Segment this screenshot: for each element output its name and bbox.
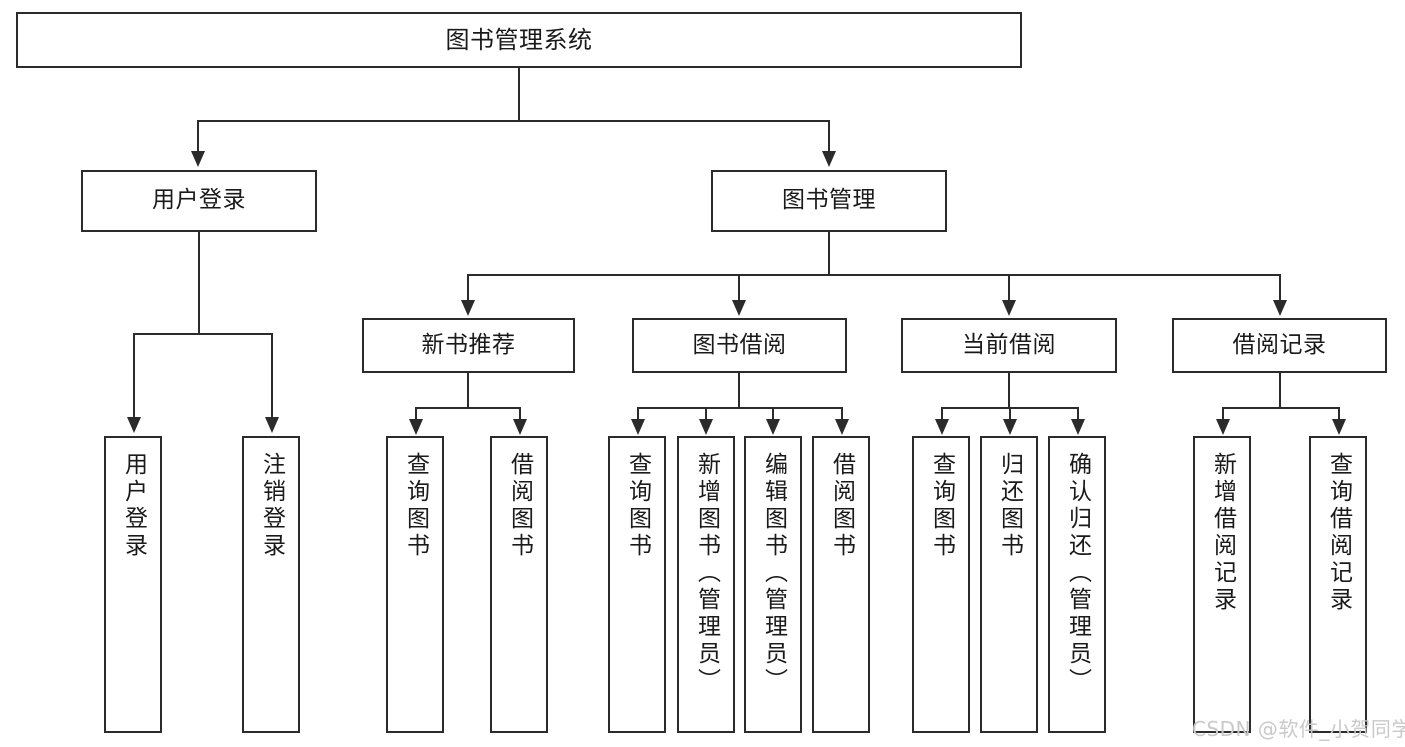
edge-root-bus [197,120,830,122]
leaf-book-borrow-add-book-admin[interactable]: 新增图书（管理员） [677,436,735,733]
edge-root-to-user-login [197,120,199,152]
edge-new-book-trunk [467,373,469,408]
edge-new-book-to-leaf-1 [519,407,521,420]
node-label: 借阅记录 [1232,331,1327,358]
edge-book-manage-to-book-borrow [738,274,740,301]
edge-book-manage-trunk [828,232,830,275]
leaf-book-borrow-edit-book-admin[interactable]: 编辑图书（管理员） [744,436,802,733]
arrow-new-book-to-leaf-1 [513,419,527,435]
edge-root-to-book-manage [828,120,830,152]
node-label: 用户登录 [152,187,246,214]
arrow-borrow-record-to-leaf-1 [1332,419,1346,435]
leaf-new-book-query-book[interactable]: 查询图书 [386,436,444,733]
node-label: 图书借阅 [692,331,787,358]
node-borrow-record[interactable]: 借阅记录 [1172,318,1387,373]
leaf-borrow-record-add-record[interactable]: 新增借阅记录 [1193,436,1251,733]
arrow-user-login-to-leaf-0 [127,417,141,433]
edge-borrow-record-to-leaf-1 [1338,407,1340,420]
node-label: 确认归还（管理员） [1064,452,1091,695]
arrow-book-manage-to-current-borrow [1002,300,1016,316]
node-label: 查询借阅记录 [1325,452,1352,614]
node-root-book-management-system[interactable]: 图书管理系统 [16,12,1022,68]
arrow-book-borrow-to-leaf-1 [699,419,713,435]
leaf-borrow-record-query-record[interactable]: 查询借阅记录 [1309,436,1367,733]
leaf-user-login-logout[interactable]: 注销登录 [242,436,300,733]
node-label: 当前借阅 [962,331,1056,358]
arrow-root-to-book-manage [822,151,836,167]
arrow-book-manage-to-borrow-record [1273,300,1287,316]
edge-book-manage-bus [467,274,1280,276]
arrow-book-manage-to-new-book [461,300,475,316]
arrow-book-borrow-to-leaf-0 [631,419,645,435]
edge-book-borrow-to-leaf-0 [637,407,639,420]
arrow-user-login-to-leaf-1 [265,417,279,433]
node-book-borrow[interactable]: 图书借阅 [632,318,847,373]
node-new-book-recommend[interactable]: 新书推荐 [362,318,575,373]
node-label: 查询图书 [624,452,651,560]
arrow-book-borrow-to-leaf-2 [766,419,780,435]
edge-user-login-trunk [198,232,200,334]
edge-book-borrow-trunk [738,373,740,408]
arrow-current-borrow-to-leaf-0 [935,419,949,435]
leaf-current-borrow-confirm-return-admin[interactable]: 确认归还（管理员） [1048,436,1106,733]
edge-user-login-to-leaf-1 [271,333,273,418]
node-label: 用户登录 [120,452,147,560]
edge-current-borrow-trunk [1008,373,1010,408]
arrow-borrow-record-to-leaf-0 [1216,419,1230,435]
edge-new-book-to-leaf-0 [415,407,417,420]
edge-user-login-bus [133,333,272,335]
node-label: 查询图书 [402,452,429,560]
node-label: 借阅图书 [506,452,533,560]
edge-book-borrow-bus [637,407,842,409]
edge-current-borrow-to-leaf-0 [941,407,943,420]
edge-book-manage-to-current-borrow [1008,274,1010,301]
node-label: 编辑图书（管理员） [760,452,787,695]
leaf-user-login-login[interactable]: 用户登录 [104,436,162,733]
edge-book-borrow-to-leaf-1 [705,407,707,420]
edge-book-borrow-to-leaf-2 [772,407,774,420]
node-label: 图书管理系统 [445,25,593,54]
node-label: 注销登录 [258,452,285,560]
edge-book-borrow-to-leaf-3 [841,407,843,420]
edge-root-trunk [518,68,520,121]
arrow-book-manage-to-book-borrow [732,300,746,316]
arrow-current-borrow-to-leaf-1 [1003,419,1017,435]
leaf-book-borrow-query-book[interactable]: 查询图书 [608,436,666,733]
edge-user-login-to-leaf-0 [133,333,135,418]
edge-current-borrow-to-leaf-1 [1009,407,1011,420]
node-current-borrow[interactable]: 当前借阅 [901,318,1117,373]
node-label: 归还图书 [996,452,1023,560]
leaf-new-book-borrow-book[interactable]: 借阅图书 [490,436,548,733]
node-label: 查询图书 [928,452,955,560]
edge-borrow-record-bus [1222,407,1339,409]
node-label: 借阅图书 [828,452,855,560]
arrow-current-borrow-to-leaf-2 [1071,419,1085,435]
leaf-book-borrow-borrow-book[interactable]: 借阅图书 [812,436,870,733]
node-label: 新书推荐 [421,331,516,358]
node-label: 新增图书（管理员） [693,452,720,695]
edge-borrow-record-trunk [1279,373,1281,408]
arrow-new-book-to-leaf-0 [409,419,423,435]
edge-new-book-bus [415,407,520,409]
node-book-management[interactable]: 图书管理 [711,170,947,232]
edge-current-borrow-to-leaf-2 [1077,407,1079,420]
leaf-current-borrow-query-book[interactable]: 查询图书 [912,436,970,733]
node-label: 图书管理 [782,187,876,214]
node-label: 新增借阅记录 [1209,452,1236,614]
arrow-book-borrow-to-leaf-3 [835,419,849,435]
edge-borrow-record-to-leaf-0 [1222,407,1224,420]
edge-book-manage-to-new-book [467,274,469,301]
node-user-login[interactable]: 用户登录 [81,170,317,232]
arrow-root-to-user-login [191,151,205,167]
edge-book-manage-to-borrow-record [1279,274,1281,301]
leaf-current-borrow-return-book[interactable]: 归还图书 [980,436,1038,733]
